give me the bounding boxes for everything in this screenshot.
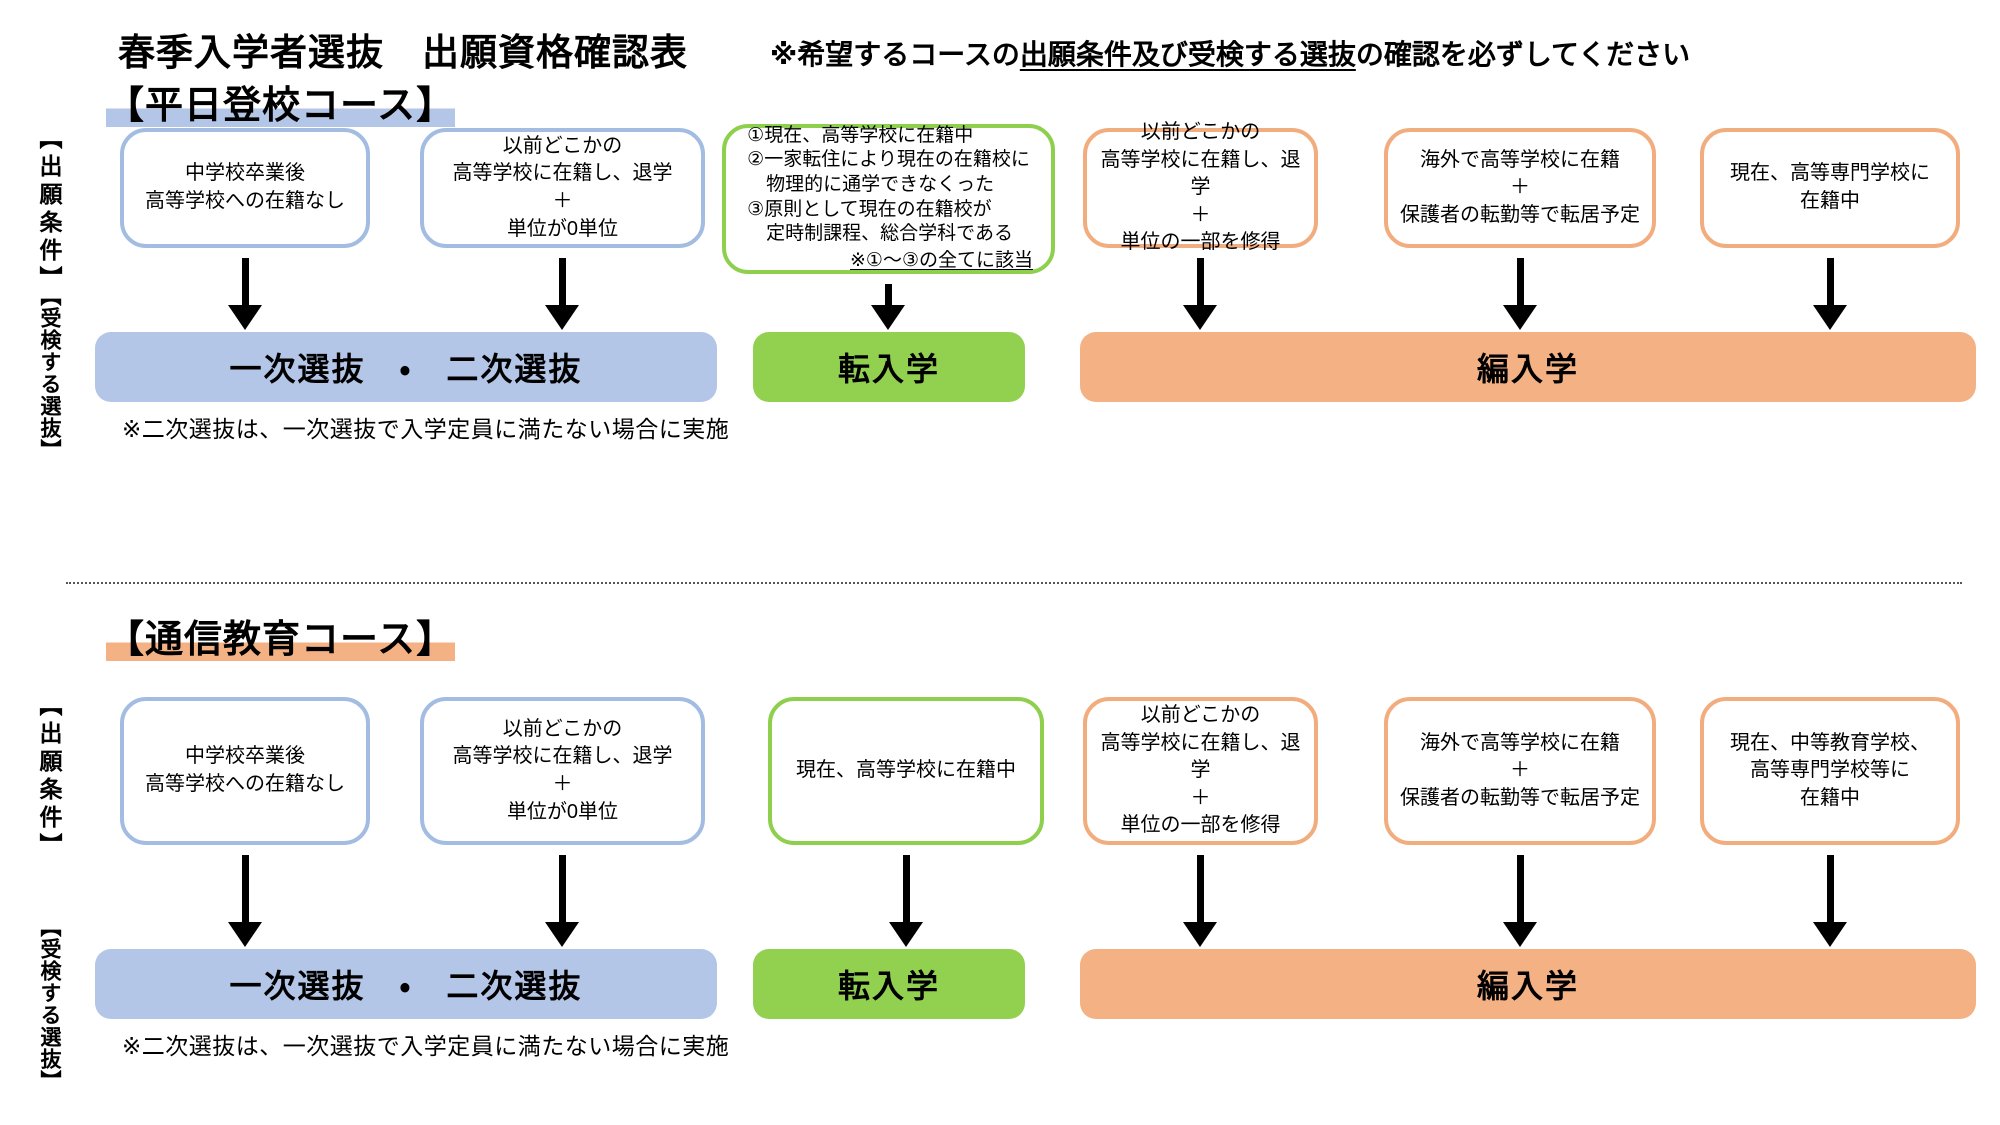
arrow-head-icon — [1813, 305, 1847, 330]
selection-bar-transfer-admission: 転入学 — [753, 949, 1025, 1019]
down-arrow — [1182, 258, 1218, 330]
arrow-stem — [1826, 258, 1834, 305]
condition-box-withdrawn-zero-credits: 以前どこかの 高等学校に在籍し、退学 ＋ 単位が0単位 — [420, 128, 705, 248]
arrow-stem — [1516, 855, 1524, 922]
arrow-head-icon — [1183, 922, 1217, 947]
side-label-text: 【受検する選抜】 — [38, 285, 61, 461]
down-arrow — [1812, 258, 1848, 330]
arrow-stem — [884, 284, 892, 305]
down-arrow — [1182, 855, 1218, 947]
header-note-underlined: 出願条件及び受検する選抜 — [1019, 39, 1356, 70]
condition-box-withdrawn-some-credits: 以前どこかの 高等学校に在籍し、退学 ＋ 単位の一部を修得 — [1083, 121, 1318, 253]
selection-bar-transfer-admission: 転入学 — [753, 332, 1025, 402]
condition-text: 現在、中等教育学校、 高等専門学校等に 在籍中 — [1730, 731, 1930, 809]
arrow-stem — [1196, 855, 1204, 922]
section-correspondence-course: 【通信教育コース】 【出願条件】 【受検する選抜】 中学校卒業後 高等学校への在… — [0, 595, 2000, 1125]
condition-box-withdrawn-zero-credits: 以前どこかの 高等学校に在籍し、退学 ＋ 単位が0単位 — [420, 697, 705, 845]
section-heading-correspondence-text: 【通信教育コース】 — [106, 619, 456, 661]
secondary-selection-note: ※二次選抜は、一次選抜で入学定員に満たない場合に実施 — [122, 416, 730, 442]
arrow-stem — [241, 855, 249, 922]
condition-text: 現在、高等専門学校に 在籍中 — [1730, 162, 1930, 212]
condition-text: 中学校卒業後 高等学校への在籍なし — [145, 745, 345, 795]
section-heading-correspondence: 【通信教育コース】 — [106, 608, 456, 663]
side-label-application-conditions: 【出願条件】 — [26, 126, 72, 294]
condition-text: 以前どこかの 高等学校に在籍し、退学 ＋ 単位が0単位 — [452, 717, 673, 823]
page-title: 春季入学者選抜 出願資格確認表 — [118, 32, 688, 73]
section-divider — [66, 582, 1962, 584]
selection-bar-reentry-admission: 編入学 — [1080, 949, 1976, 1019]
condition-text: 海外で高等学校に在籍 ＋ 保護者の転勤等で転居予定 — [1400, 148, 1640, 226]
selection-bar-reentry-admission: 編入学 — [1080, 332, 1976, 402]
condition-box-secondary-kosen-enrolled: 現在、中等教育学校、 高等専門学校等に 在籍中 — [1700, 697, 1960, 845]
condition-text: 現在、高等学校に在籍中 — [796, 759, 1016, 782]
condition-box-overseas-school: 海外で高等学校に在籍 ＋ 保護者の転勤等で転居予定 — [1384, 697, 1656, 845]
condition-text: 海外で高等学校に在籍 ＋ 保護者の転勤等で転居予定 — [1400, 731, 1640, 809]
arrow-stem — [558, 855, 566, 922]
arrow-head-icon — [1503, 922, 1537, 947]
condition-box-withdrawn-some-credits: 以前どこかの 高等学校に在籍し、退学 ＋ 単位の一部を修得 — [1083, 697, 1318, 845]
down-arrow — [544, 855, 580, 947]
arrow-head-icon — [1183, 305, 1217, 330]
condition-box-overseas-school: 海外で高等学校に在籍 ＋ 保護者の転勤等で転居予定 — [1384, 128, 1656, 248]
secondary-selection-note: ※二次選抜は、一次選抜で入学定員に満たない場合に実施 — [122, 1033, 730, 1059]
condition-box-kosen-enrolled: 現在、高等専門学校に 在籍中 — [1700, 128, 1960, 248]
arrow-stem — [1826, 855, 1834, 922]
side-label-text: 【出願条件】 — [36, 126, 62, 294]
arrow-head-icon — [871, 305, 905, 330]
side-label-text: 【受検する選抜】 — [38, 916, 61, 1092]
down-arrow — [1812, 855, 1848, 947]
side-label-selection-to-take: 【受検する選抜】 — [26, 913, 72, 1095]
arrow-stem — [241, 258, 249, 305]
down-arrow — [1502, 258, 1538, 330]
down-arrow — [1502, 855, 1538, 947]
down-arrow — [227, 855, 263, 947]
arrow-stem — [902, 855, 910, 922]
header-note: ※希望するコースの出願条件及び受検する選抜の確認を必ずしてください — [770, 33, 1690, 73]
arrow-head-icon — [228, 922, 262, 947]
condition-text: 中学校卒業後 高等学校への在籍なし — [145, 162, 345, 212]
down-arrow — [544, 258, 580, 330]
section-heading-weekday: 【平日登校コース】 — [106, 74, 456, 129]
header-note-suffix: の確認を必ずしてください — [1355, 39, 1691, 70]
arrow-head-icon — [1813, 922, 1847, 947]
arrow-stem — [1196, 258, 1204, 305]
down-arrow — [888, 855, 924, 947]
condition-box-currently-enrolled: 現在、高等学校に在籍中 — [768, 697, 1044, 845]
selection-bar-primary-secondary: 一次選抜 ・ 二次選抜 — [95, 332, 717, 402]
arrow-head-icon — [545, 922, 579, 947]
condition-text: ①現在、高等学校に在籍中 ②一家転住により現在の在籍校に 物理的に通学できなくっ… — [747, 124, 1030, 245]
condition-text: 以前どこかの 高等学校に在籍し、退学 ＋ 単位が0単位 — [452, 134, 673, 240]
section-weekday-course: 【平日登校コース】 【出願条件】 【受検する選抜】 中学校卒業後 高等学校への在… — [0, 72, 2000, 580]
selection-bar-primary-secondary: 一次選抜 ・ 二次選抜 — [95, 949, 717, 1019]
side-label-application-conditions: 【出願条件】 — [26, 690, 72, 863]
arrow-stem — [1516, 258, 1524, 305]
condition-box-transfer-requirements: ①現在、高等学校に在籍中 ②一家転住により現在の在籍校に 物理的に通学できなくっ… — [722, 124, 1055, 274]
condition-box-junior-high-grad: 中学校卒業後 高等学校への在籍なし — [120, 697, 370, 845]
side-label-selection-to-take: 【受検する選抜】 — [26, 284, 72, 462]
condition-text: 以前どこかの 高等学校に在籍し、退学 ＋ 単位の一部を修得 — [1100, 121, 1301, 254]
arrow-head-icon — [889, 922, 923, 947]
arrow-head-icon — [1503, 305, 1537, 330]
condition-text: 以前どこかの 高等学校に在籍し、退学 ＋ 単位の一部を修得 — [1100, 704, 1301, 837]
arrow-head-icon — [545, 305, 579, 330]
side-label-text: 【出願条件】 — [36, 692, 62, 861]
header-note-prefix: ※希望するコースの — [770, 39, 1020, 70]
down-arrow — [870, 284, 906, 330]
arrow-stem — [558, 258, 566, 305]
arrow-head-icon — [228, 305, 262, 330]
condition-box-junior-high-grad: 中学校卒業後 高等学校への在籍なし — [120, 128, 370, 248]
condition-footnote: ※①～③の全てに該当 — [850, 250, 1033, 272]
down-arrow — [227, 258, 263, 330]
section-heading-weekday-text: 【平日登校コース】 — [106, 85, 456, 127]
